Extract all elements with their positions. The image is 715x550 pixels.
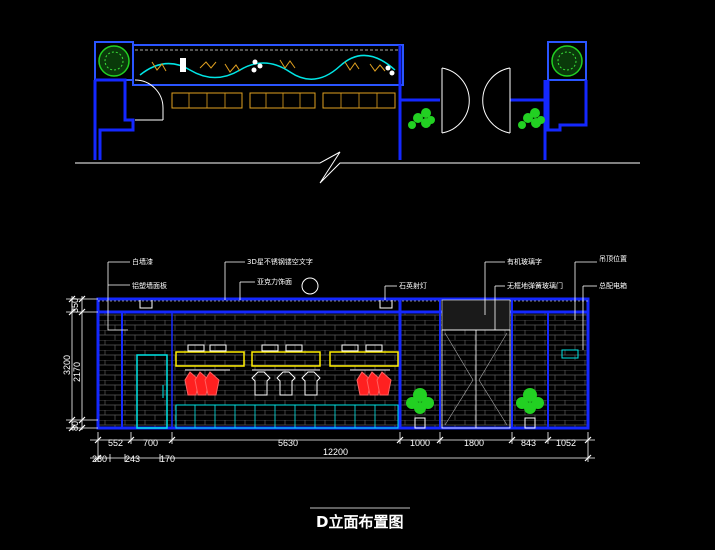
plan-door-swing-a bbox=[441, 67, 470, 134]
dimension-lines bbox=[66, 295, 595, 462]
plan-wall-right bbox=[398, 45, 547, 160]
dim-1000: 1000 bbox=[410, 438, 430, 448]
electrical-box bbox=[561, 349, 579, 359]
section-marker bbox=[301, 277, 319, 295]
tree-left-icon bbox=[98, 45, 130, 77]
dim-170: 170 bbox=[160, 454, 175, 464]
side-door bbox=[136, 354, 168, 429]
banner-wave bbox=[139, 54, 396, 80]
clothes-red-right-icon bbox=[356, 371, 392, 396]
label-quartz-spotlight: 石英射灯 bbox=[399, 281, 427, 290]
label-white-paint: 白墙漆 bbox=[132, 257, 153, 266]
dim-v-2170: 2170 bbox=[72, 362, 82, 382]
tree-left-inner bbox=[104, 51, 124, 71]
door-header-sign bbox=[441, 299, 511, 331]
dim-700: 700 bbox=[143, 438, 158, 448]
counter-dividers bbox=[188, 93, 378, 108]
banner-ornaments bbox=[151, 59, 386, 73]
dim-843: 843 bbox=[521, 438, 536, 448]
shelf-3 bbox=[329, 344, 399, 367]
plan-wall-left bbox=[93, 78, 135, 160]
plan-plant-1-icon bbox=[408, 108, 435, 129]
dim-total: 12200 bbox=[323, 447, 348, 457]
label-3d-stainless-text: 3D星不锈钢镂空文字 bbox=[247, 257, 313, 266]
label-distribution-box: 总配电箱 bbox=[599, 281, 627, 290]
label-frameless-glass-door: 无框地弹簧玻璃门 bbox=[507, 281, 563, 290]
plan-door-swing-left bbox=[134, 79, 164, 120]
potted-plant-2-icon bbox=[516, 388, 544, 429]
tree-right-inner bbox=[557, 51, 577, 71]
shelf-1 bbox=[175, 344, 245, 367]
potted-plant-1-icon bbox=[406, 388, 434, 429]
dim-552: 552 bbox=[108, 438, 123, 448]
plan-door-swing-b bbox=[482, 67, 511, 134]
banner-logo bbox=[180, 58, 395, 76]
glass-door-swing bbox=[444, 332, 508, 426]
spotlight-left-icon bbox=[139, 300, 153, 309]
dim-1052: 1052 bbox=[556, 438, 576, 448]
leader-lines bbox=[107, 261, 597, 350]
plan-plant-2-icon bbox=[518, 108, 545, 129]
dim-5630: 5630 bbox=[278, 438, 298, 448]
cabinet-dividers bbox=[194, 405, 376, 428]
brick-wall bbox=[98, 312, 588, 428]
dim-243: 243 bbox=[125, 454, 140, 464]
clothes-white-icon bbox=[251, 371, 321, 396]
dim-v-3200: 3200 bbox=[62, 355, 72, 375]
counter-2 bbox=[249, 92, 316, 109]
dim-v-80: 80 bbox=[70, 421, 80, 431]
drawing-title: D立面布置图 bbox=[316, 513, 403, 531]
lower-cabinet bbox=[175, 404, 399, 429]
label-aluminum-panel: 铝塑墙面板 bbox=[132, 281, 167, 290]
break-line bbox=[75, 151, 640, 184]
banner-frame bbox=[132, 44, 404, 86]
clothes-red-left-icon bbox=[184, 371, 220, 396]
label-acrylic: 亚克力饰面 bbox=[257, 277, 292, 286]
plan-wall-right-col bbox=[546, 80, 588, 132]
label-ceiling-position: 吊顶位置 bbox=[599, 254, 627, 263]
dim-1800: 1800 bbox=[464, 438, 484, 448]
dim-v-350: 350 bbox=[70, 298, 80, 313]
tree-right-icon bbox=[551, 45, 583, 77]
label-acrylic-letters: 有机玻璃字 bbox=[507, 257, 542, 266]
shelf-2 bbox=[251, 344, 321, 367]
plan-view bbox=[75, 41, 640, 184]
elevation-view bbox=[96, 277, 590, 430]
dim-280: 280 bbox=[92, 454, 107, 464]
column-right bbox=[547, 41, 587, 81]
spotlight-right-icon bbox=[379, 300, 393, 309]
